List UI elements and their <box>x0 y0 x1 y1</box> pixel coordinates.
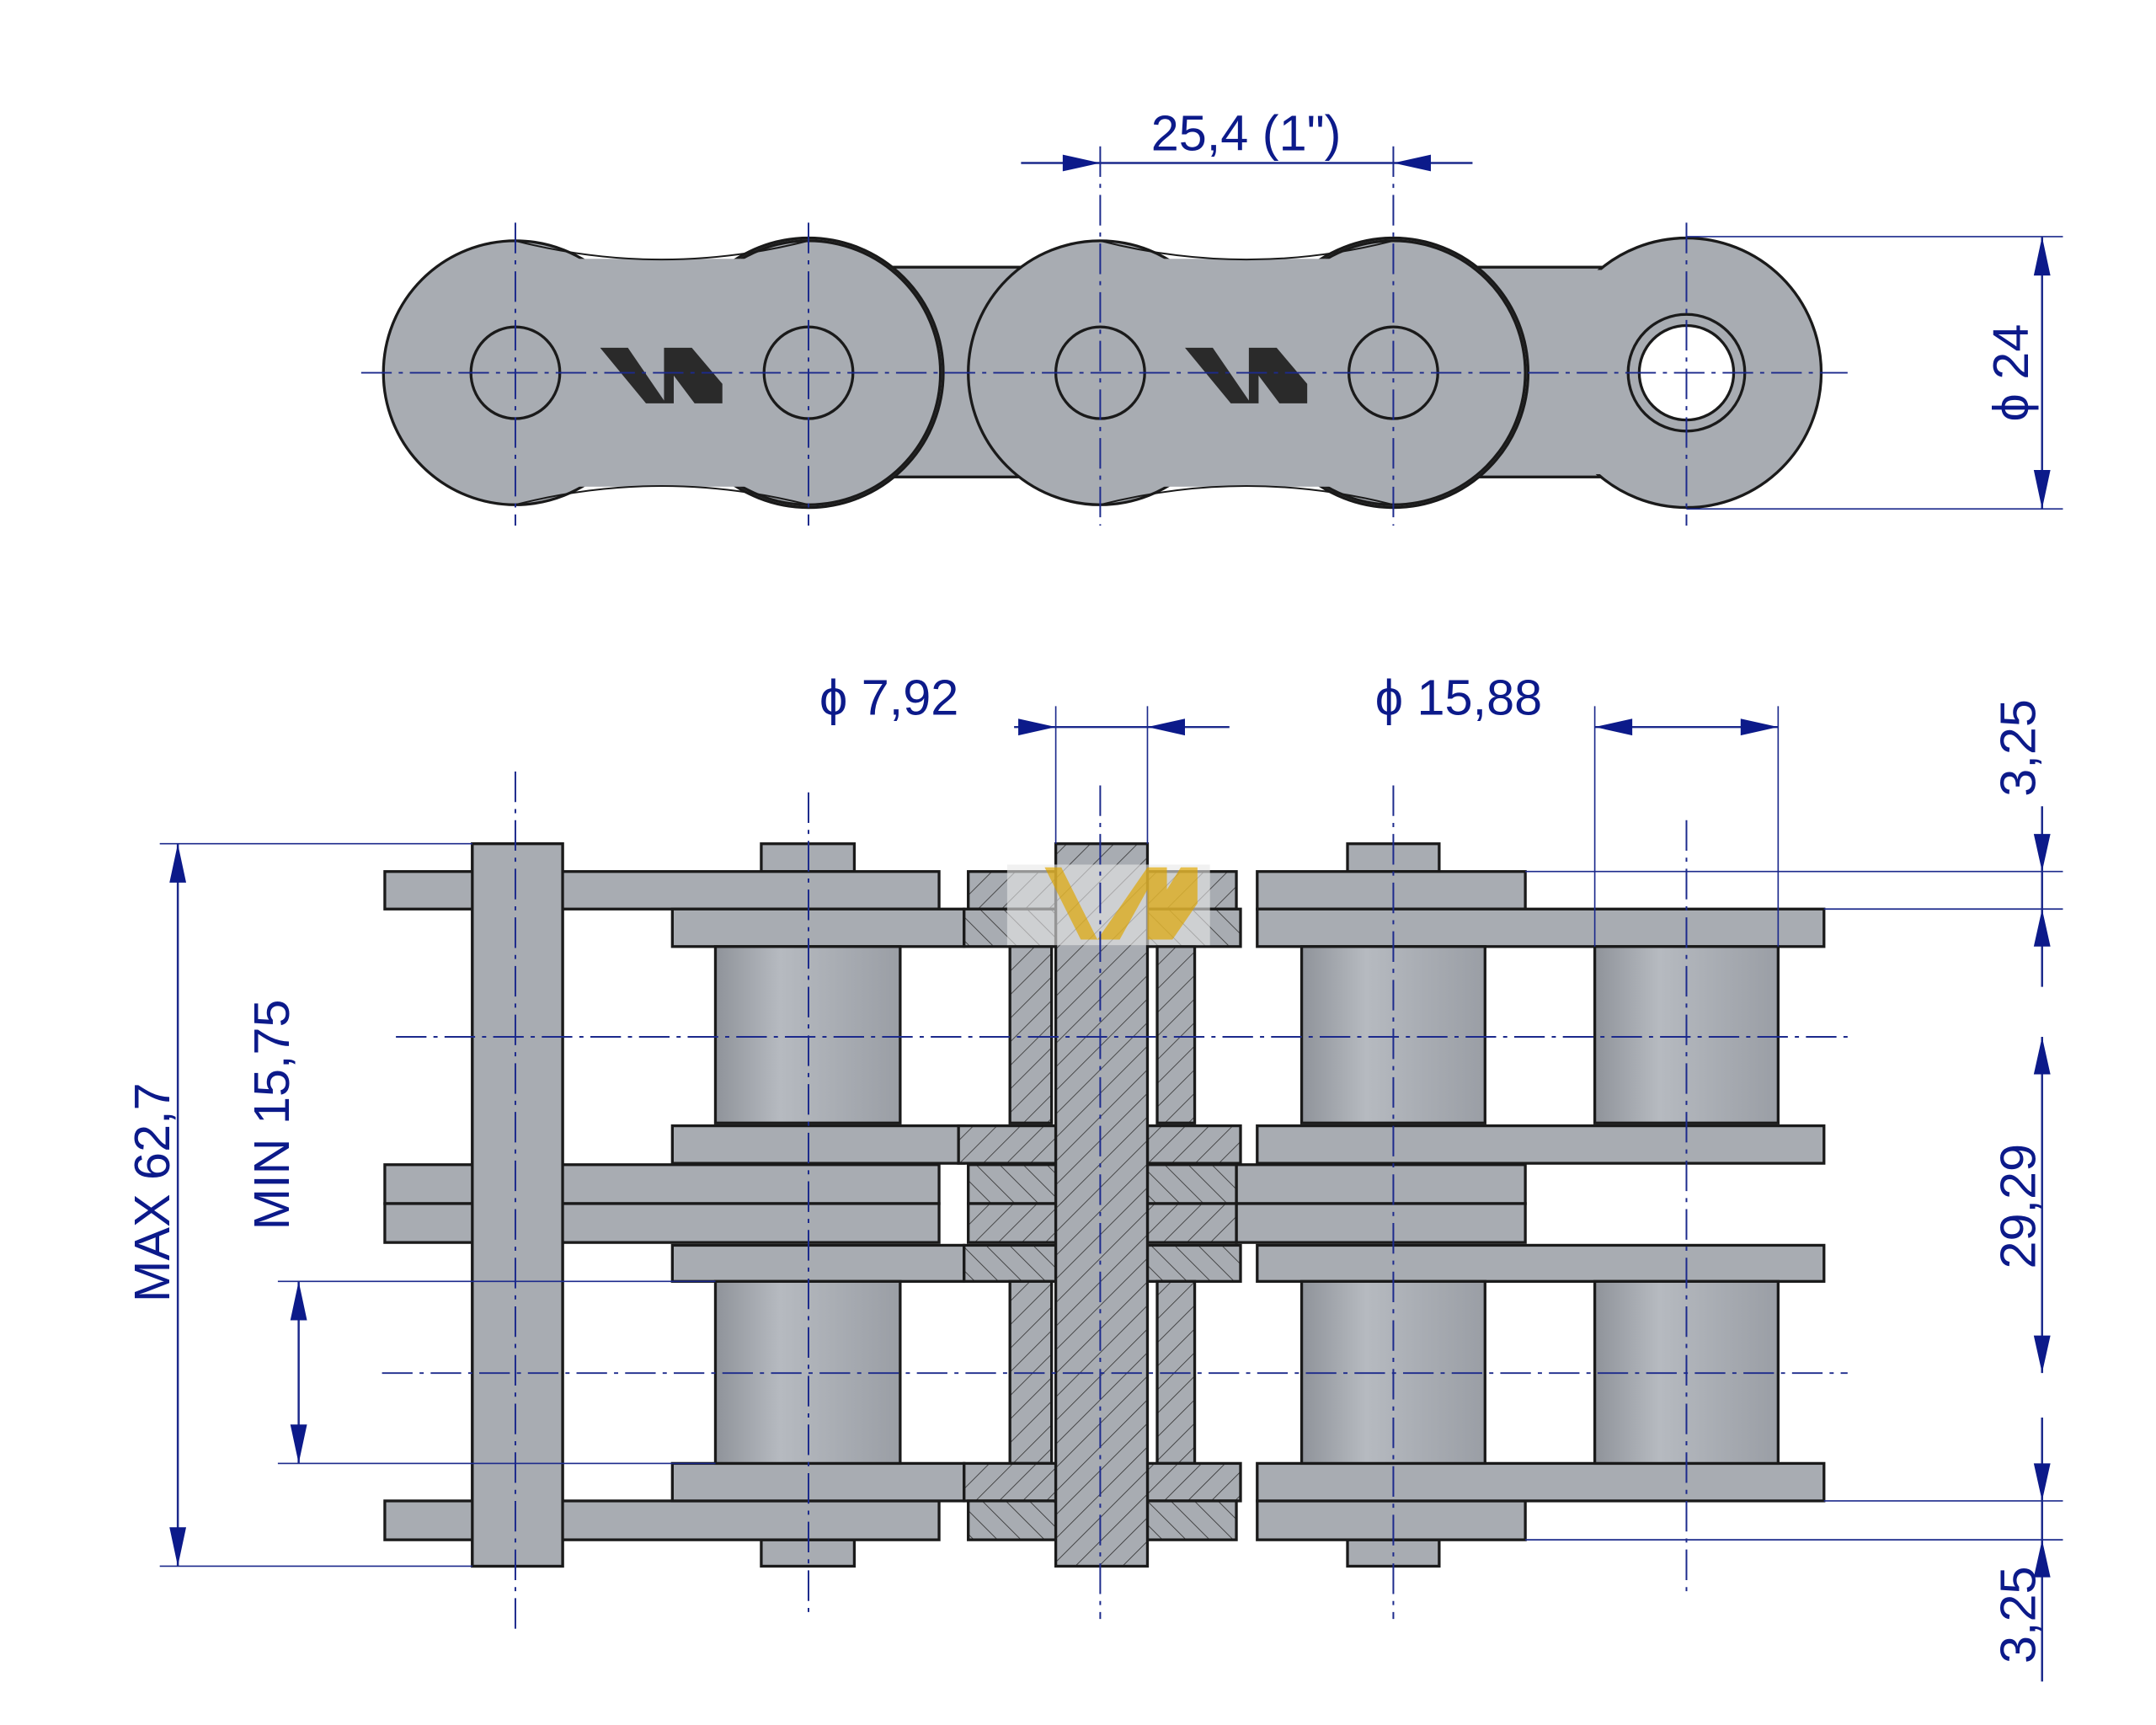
bottom-plate-label: 3,25 <box>1989 1566 2046 1664</box>
pin-diameter-label: ϕ 7,92 <box>819 669 958 725</box>
height-dimension: ϕ 24 <box>1686 236 2063 510</box>
inner-plates-front <box>670 907 1826 1503</box>
min-width-label: MIN 15,75 <box>243 999 300 1230</box>
transverse-pitch-label: 29,29 <box>1989 1144 2046 1269</box>
max-width-dimension: MAX 62,7 <box>124 842 472 1567</box>
pin-section <box>1054 842 1150 1568</box>
right-dimensions: 3,25 29,29 3,25 <box>1525 699 2063 1682</box>
outer-plates <box>383 842 1527 1568</box>
pitch-dimension: 25,4 (1") <box>1021 105 1473 172</box>
front-view: ϕ 7,92 ϕ 15,88 3,25 29,29 3,25 <box>124 669 2063 1682</box>
watermark-logo-icon <box>1006 864 1210 946</box>
pin-diameter-dimension: ϕ 7,92 <box>819 669 1230 844</box>
roller-diameter-dimension: ϕ 15,88 <box>1375 669 1780 947</box>
min-width-dimension: MIN 15,75 <box>243 999 716 1465</box>
top-plate-label: 3,25 <box>1989 699 2046 797</box>
top-view: 25,4 (1") ϕ 24 <box>360 105 2063 526</box>
logo-w-icon <box>600 347 723 403</box>
logo-w-icon <box>1185 347 1308 403</box>
pitch-label: 25,4 (1") <box>1151 105 1342 162</box>
height-label: ϕ 24 <box>1983 324 2039 422</box>
max-width-label: MAX 62,7 <box>124 1082 180 1302</box>
roller-diameter-label: ϕ 15,88 <box>1375 669 1542 725</box>
